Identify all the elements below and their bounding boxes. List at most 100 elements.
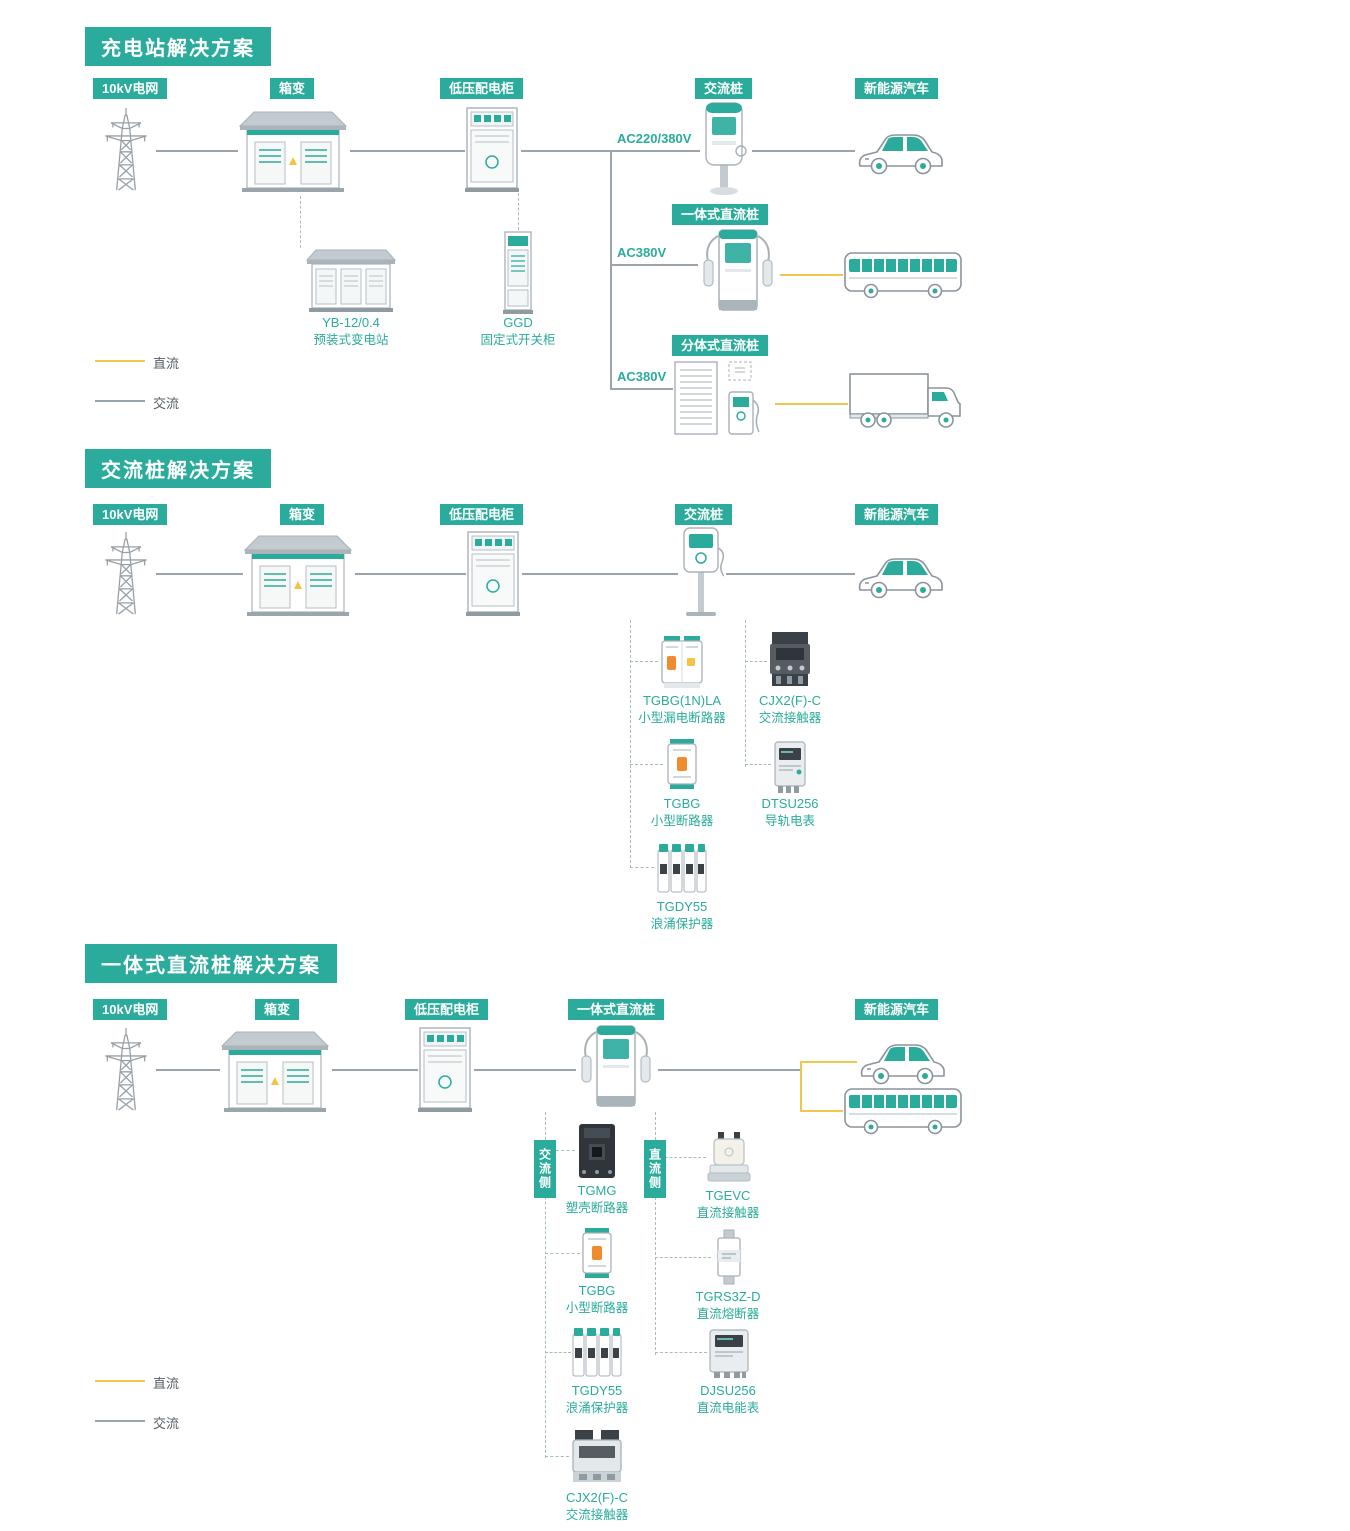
ac-line [355,573,466,575]
ac-line [610,264,698,266]
dc-line [800,1061,857,1063]
ac-line [474,1069,576,1071]
product-desc: 小型断路器 [565,1300,629,1315]
transmission-tower-icon [98,1023,154,1115]
s1-node-label-ev: 新能源汽车 [855,78,939,99]
surge-protector-icon [571,1326,623,1378]
box-transformer-icon [243,524,353,619]
product-label: TGMG 塑壳断路器 [545,1183,649,1216]
ac-contactor-icon [569,1428,625,1484]
dashed-connector [545,1253,580,1254]
integrated-dc-pile-icon [576,1022,656,1110]
product-desc: 塑壳断路器 [565,1200,629,1215]
dc-fuse-icon [711,1228,747,1286]
product-label: TGBG 小型断路器 [630,796,734,829]
ev-bus-icon [843,1086,963,1136]
dc-line [775,403,848,405]
product-label: TGBG(1N)LA 小型漏电断路器 [630,693,734,726]
s3-node-label-dc-pile: 一体式直流桩 [568,999,665,1020]
s2-node-label-lv-cabinet: 低压配电柜 [440,504,524,525]
product-name: TGMG [577,1183,617,1198]
ac-charging-pile-icon [678,526,724,618]
banner-integrated-dc-pile: 一体式直流桩 [672,204,769,225]
product-label: DTSU256 导轨电表 [738,796,842,829]
dashed-connector [545,1150,575,1151]
ev-bus-icon [843,250,963,300]
dashed-connector [745,764,771,765]
legend-dc-line [95,1380,145,1382]
rail-meter-icon [772,740,808,794]
ac-charging-pile-icon [700,101,750,196]
ev-car-icon [855,550,945,602]
section2-title: 交流桩解决方案 [85,449,271,488]
product-desc: 固定式开关柜 [480,332,556,347]
lv-distribution-cabinet-icon [465,106,519,192]
s2-node-label-ac-pile: 交流桩 [675,504,733,525]
product-name: TGBG(1N)LA [642,693,721,708]
ac-line [726,573,855,575]
product-label: GGD 固定式开关柜 [468,315,568,348]
dashed-connector [545,1112,546,1458]
s1-node-label-grid: 10kV电网 [93,78,168,99]
s1-node-label-ac-pile: 交流桩 [695,78,753,99]
product-name: YB-12/0.4 [322,315,380,330]
ac-line [156,150,238,152]
integrated-dc-pile-icon [698,226,778,314]
dc-contactor-icon [706,1130,752,1184]
transmission-tower-icon [98,103,154,195]
side-banner-dc: 直流侧 [644,1140,666,1198]
voltage-label: AC380V [617,245,667,260]
ac-line [332,1069,418,1071]
s3-node-label-grid: 10kV电网 [93,999,168,1020]
product-desc: 浪涌保护器 [650,916,714,931]
ac-line [522,573,678,575]
dashed-connector [655,1257,711,1258]
s3-node-label-lv-cabinet: 低压配电柜 [405,999,489,1020]
ggd-cabinet-icon [503,230,533,314]
s3-node-label-transformer: 箱变 [255,999,300,1020]
product-desc: 直流电能表 [696,1400,760,1415]
ac-line [752,150,855,152]
ac-line [350,150,465,152]
dashed-connector [630,620,631,868]
product-label: TGDY55 浪涌保护器 [545,1383,649,1416]
product-label: TGEVC 直流接触器 [676,1188,780,1221]
product-desc: 预装式变电站 [313,332,389,347]
product-name: TGEVC [705,1188,751,1203]
product-name: TGBG [578,1283,616,1298]
mccb-breaker-icon [575,1122,619,1180]
dashed-connector [545,1456,569,1457]
ac-line [156,573,243,575]
ac-line [610,150,612,389]
legend-ac-line [95,1420,145,1422]
ac-line [658,1069,800,1071]
section3-title: 一体式直流桩解决方案 [85,944,337,983]
product-name: CJX2(F)-C [758,693,822,708]
legend-ac-label: 交流 [153,396,180,411]
product-label: TGBG 小型断路器 [545,1283,649,1316]
box-transformer-icon [238,100,348,195]
product-desc: 直流接触器 [696,1205,760,1220]
dc-meter-icon [707,1326,751,1380]
product-label: CJX2(F)-C 交流接触器 [738,693,842,726]
dashed-connector [545,1352,571,1353]
surge-protector-icon [656,842,708,894]
product-desc: 导轨电表 [764,813,815,828]
product-desc: 小型断路器 [650,813,714,828]
product-name: TGDY55 [571,1383,623,1398]
product-label: YB-12/0.4 预装式变电站 [296,315,406,348]
dashed-connector [745,661,767,662]
legend-dc-label: 直流 [153,1376,180,1391]
ev-car-icon [857,1036,947,1088]
lv-distribution-cabinet-icon [466,530,520,616]
dashed-connector [630,661,658,662]
transmission-tower-icon [98,527,154,619]
product-desc: 交流接触器 [565,1507,629,1522]
dashed-connector [518,193,519,230]
section1-title: 充电站解决方案 [85,27,271,66]
dashed-connector [655,1112,656,1355]
product-name: DJSU256 [700,1383,756,1398]
product-label: DJSU256 直流电能表 [676,1383,780,1416]
s1-node-label-transformer: 箱变 [270,78,315,99]
